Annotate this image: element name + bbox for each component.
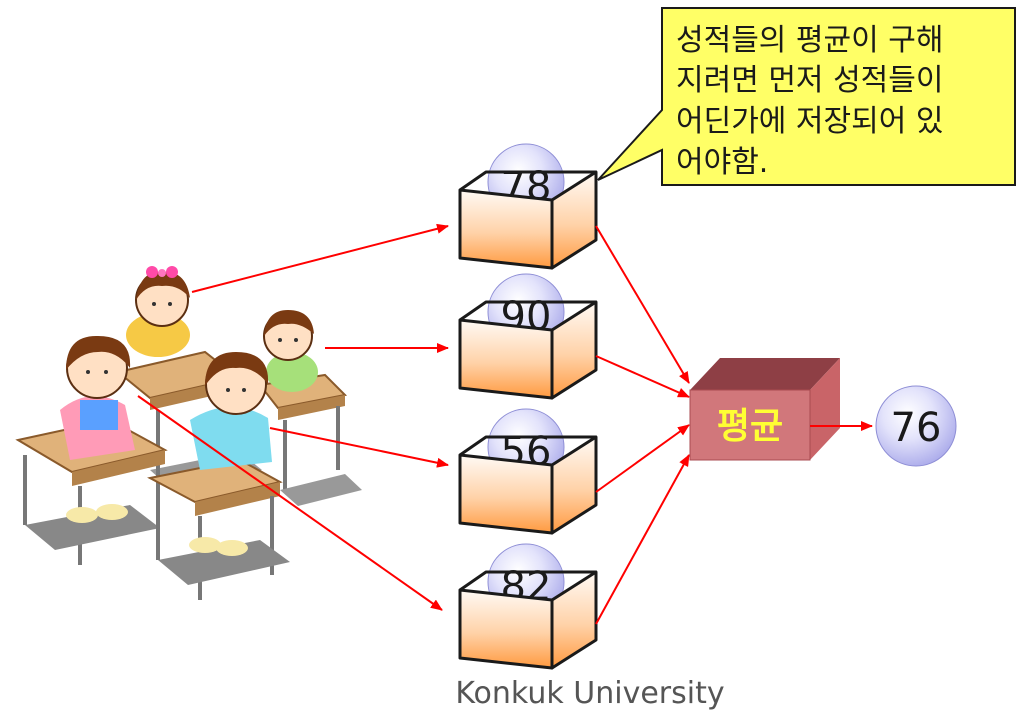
- box-rim: [459, 170, 596, 192]
- arrow-box2-to-average: [595, 355, 690, 398]
- callout-line-2: 지려면 먼저 성적들이: [676, 63, 943, 98]
- student-to-box-arrows: [137, 223, 449, 611]
- desk-front-right: [147, 458, 290, 600]
- box-to-average-arrows: [595, 225, 690, 625]
- box-rim: [459, 435, 596, 457]
- arrow-to-box-4: [137, 395, 443, 611]
- arrow-box4-to-average: [595, 454, 690, 625]
- students-classroom-illustration: [15, 266, 362, 600]
- arrow-box3-to-average: [595, 424, 690, 493]
- box-front-face: [458, 453, 554, 535]
- average-label: 평균: [717, 406, 783, 447]
- student-boy-pink: [60, 335, 135, 523]
- box-side-face: [550, 435, 598, 535]
- average-result-value: 76: [891, 405, 942, 451]
- box-rim: [459, 570, 596, 592]
- student-boy-cyan: [189, 352, 272, 556]
- box-front-face: [458, 318, 554, 400]
- arrow-to-box-1: [191, 223, 449, 293]
- callout: 성적들의 평균이 구해 지려면 먼저 성적들이 어딘가에 저장되어 있 어야함.: [597, 7, 1016, 186]
- average-result-ball: 76: [875, 385, 957, 467]
- box-front-face: [458, 188, 554, 270]
- callout-line-1: 성적들의 평균이 구해: [676, 23, 943, 58]
- student-boy-green: [263, 310, 318, 392]
- box-side-face: [550, 170, 598, 270]
- box-rim: [459, 300, 596, 322]
- box-side-face: [550, 300, 598, 400]
- score-box-1: 78: [458, 143, 598, 270]
- arrow-to-box-3: [269, 427, 449, 468]
- box-front-face: [458, 588, 554, 670]
- arrow-box1-to-average: [595, 225, 690, 384]
- score-box-4: 82: [458, 543, 598, 670]
- callout-line-3: 어딘가에 저장되어 있: [676, 104, 943, 139]
- score-box-3: 56: [458, 408, 598, 535]
- callout-line-4: 어야함.: [676, 145, 768, 180]
- student-girl-bow: [126, 266, 190, 357]
- footer-university: Konkuk University: [455, 676, 724, 711]
- average-box: 평균: [689, 358, 840, 461]
- box-side-face: [550, 570, 598, 670]
- score-box-2: 90: [458, 273, 598, 400]
